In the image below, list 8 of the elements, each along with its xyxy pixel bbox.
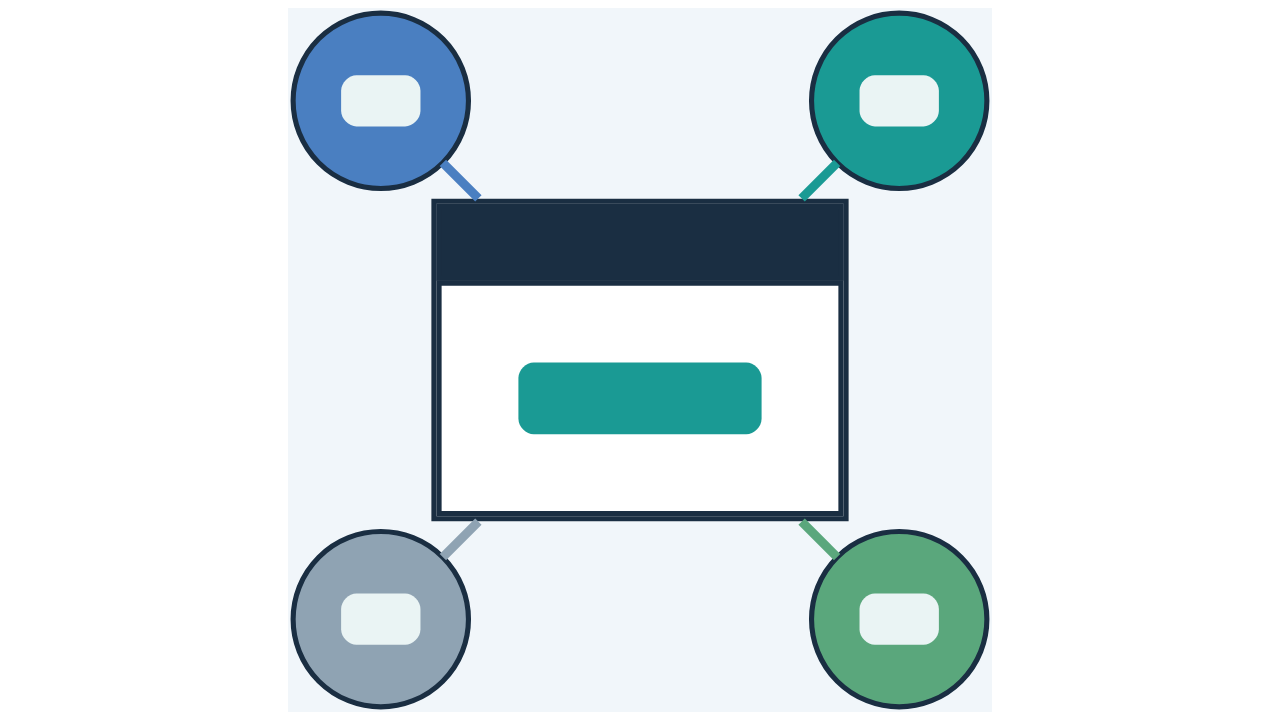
node-circle <box>290 10 472 192</box>
connector <box>439 518 482 561</box>
node-circle <box>808 528 990 710</box>
connector <box>798 159 841 202</box>
connector <box>798 518 841 561</box>
connector <box>439 159 482 202</box>
node-circle <box>808 10 990 192</box>
node-circle <box>290 528 472 710</box>
